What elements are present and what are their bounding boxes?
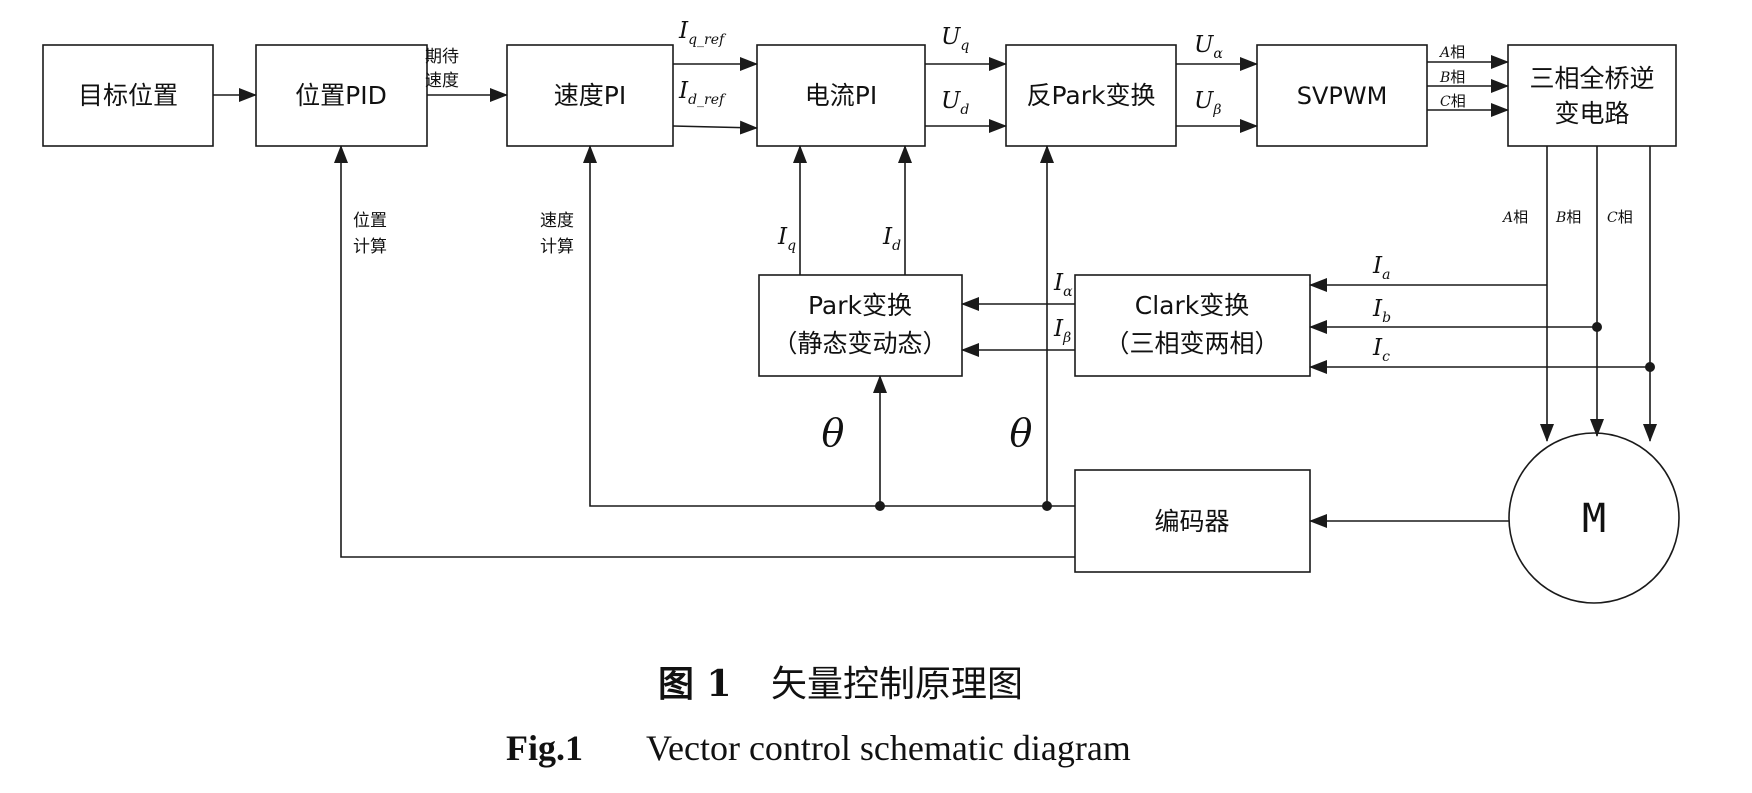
svg-text:目标位置: 目标位置 [78,81,178,110]
label-ubeta: Uβ [1194,88,1221,118]
label-phase-c-top: C相 [1440,92,1466,110]
label-id-ref: Id_ref [678,78,727,108]
label-ualpha: Uα [1194,32,1223,62]
arrow-id-ref [672,120,758,135]
svg-text:三相全桥逆: 三相全桥逆 [1529,64,1654,93]
motor: M [1508,432,1680,604]
caption-cn-title: 矢量控制原理图 [771,664,1023,705]
svg-text:位置PID: 位置PID [295,81,387,110]
speed-pi-block: 速度PI [506,44,674,147]
junction-theta-inverse [1042,501,1052,511]
position-pid-block: 位置PID [255,44,428,147]
svg-text:电流PI: 电流PI [805,81,877,110]
park-transform-block: Park变换 （静态变动态） [758,274,963,377]
label-ud: Ud [941,88,969,118]
svg-text:Clark变换: Clark变换 [1135,291,1249,320]
label-ibeta: Iβ [1053,316,1071,346]
junction-theta-park [875,501,885,511]
svg-text:反Park变换: 反Park变换 [1026,81,1155,110]
svg-text:计算: 计算 [353,237,387,257]
svg-text:（三相变两相）: （三相变两相） [1104,329,1279,358]
svpwm-block: SVPWM [1256,44,1428,147]
line-encoder-theta-bus [583,145,1075,507]
svg-text:（静态变动态）: （静态变动态） [772,329,947,358]
inverter-block: 三相全桥逆 变电路 [1507,44,1677,147]
svg-text:计算: 计算 [540,237,574,257]
svg-text:Park变换: Park变换 [808,291,912,320]
label-phase-c-side: C相 [1607,208,1633,226]
label-phase-b-top: B相 [1439,68,1465,86]
caption-en-title: Vector control schematic diagram [646,728,1131,768]
label-ialpha: Iα [1053,270,1073,300]
svg-text:编码器: 编码器 [1154,507,1229,536]
svg-text:期待: 期待 [425,47,459,67]
label-ic: Ic [1372,335,1390,365]
target-position-block: 目标位置 [42,44,214,147]
label-theta-park: θ [822,411,845,455]
junction-ib [1592,322,1602,332]
junction-ic [1645,362,1655,372]
line-encoder-position [334,145,1075,558]
label-uq: Uq [941,24,969,54]
caption-cn-number: 图 1 [658,663,732,705]
label-position-calc: 位置 计算 [353,211,387,257]
svg-text:位置: 位置 [353,211,387,231]
label-phase-b-side: B相 [1555,208,1581,226]
label-id: Id [882,224,901,254]
label-theta-inverse: θ [1010,411,1033,455]
current-pi-block: 电流PI [756,44,926,147]
figure-caption: 图 1 矢量控制原理图 Fig.1 Vector control schemat… [506,663,1131,768]
label-iq-ref: Iq_ref [678,18,727,48]
clark-transform-block: Clark变换 （三相变两相） [1074,274,1311,377]
label-phase-a-top: A相 [1438,43,1465,61]
label-ib: Ib [1372,296,1391,326]
inverse-park-block: 反Park变换 [1005,44,1177,147]
svg-text:速度: 速度 [540,211,574,231]
svg-text:速度PI: 速度PI [554,81,626,110]
label-ia: Ia [1372,253,1390,283]
svg-text:速度: 速度 [425,71,459,91]
label-speed-calc: 速度 计算 [540,211,574,257]
encoder-block: 编码器 [1074,469,1311,573]
svg-text:M: M [1582,496,1606,542]
svg-text:SVPWM: SVPWM [1297,82,1388,110]
label-iq: Iq [777,224,796,254]
svg-text:变电路: 变电路 [1554,99,1629,128]
label-phase-a-side: A相 [1501,208,1528,226]
label-expected-speed: 期待 速度 [425,47,459,91]
caption-en-number: Fig.1 [506,728,583,768]
